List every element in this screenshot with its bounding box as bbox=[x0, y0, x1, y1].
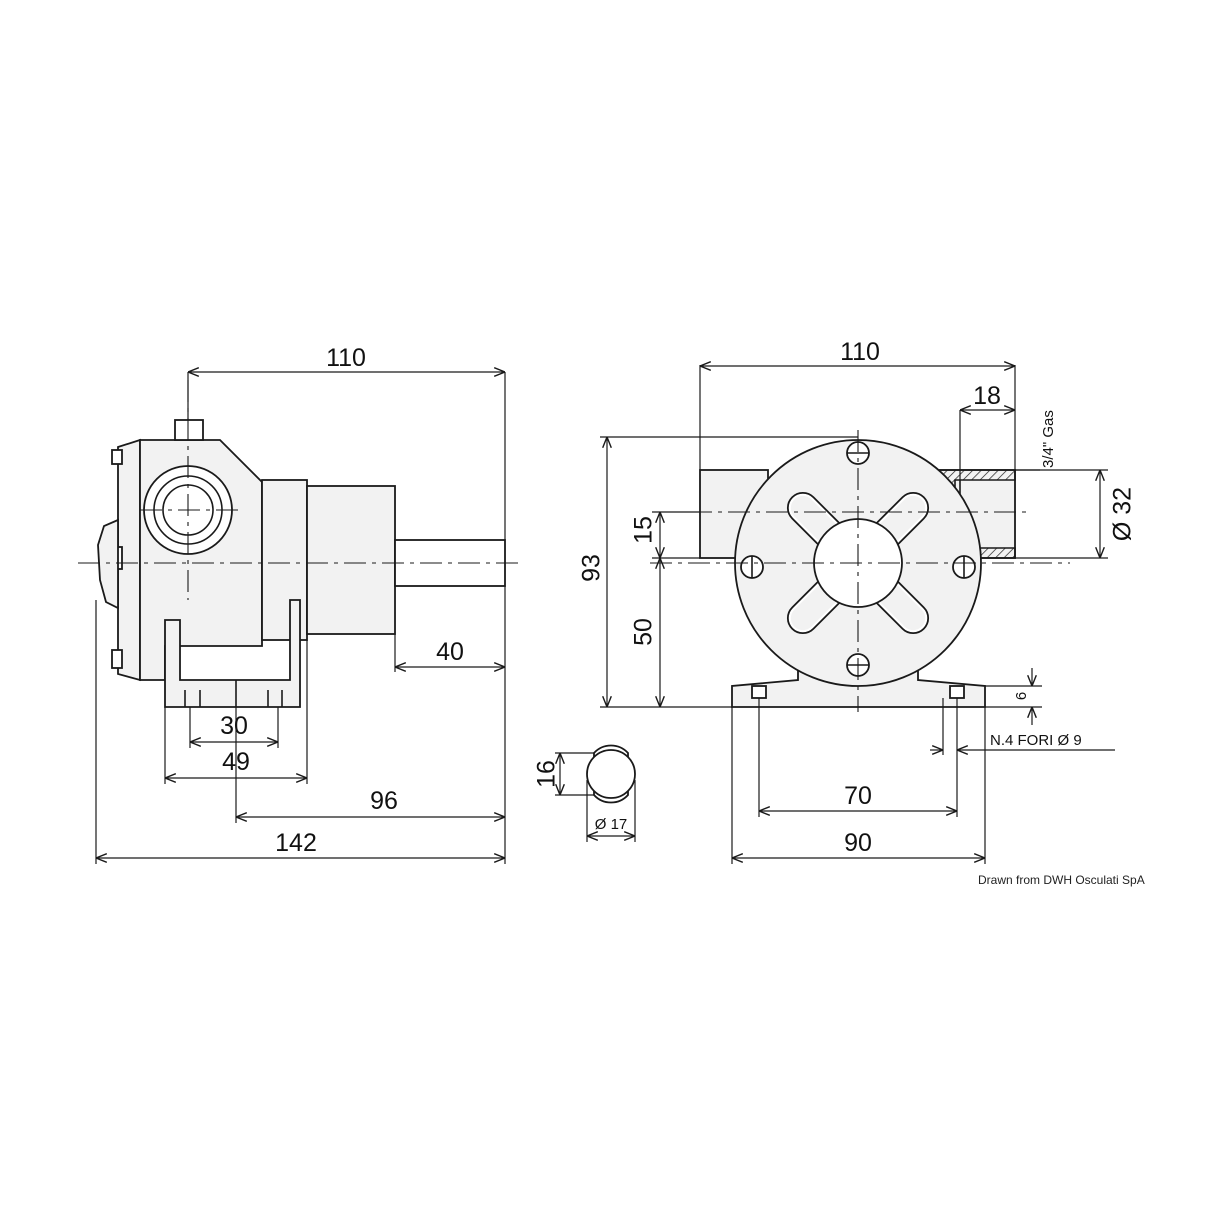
credit-text: Drawn from DWH Osculati SpA bbox=[978, 873, 1145, 887]
front-dim-90-label: 90 bbox=[844, 829, 872, 857]
side-dim-96-label: 96 bbox=[370, 787, 398, 815]
side-bearing-front bbox=[306, 485, 396, 635]
side-top-screw bbox=[174, 419, 204, 441]
front-dim-32-label: Ø 32 bbox=[1109, 487, 1137, 541]
front-dim-70-label: 70 bbox=[844, 782, 872, 810]
side-cover-hump bbox=[97, 518, 119, 610]
side-dim-110-label: 110 bbox=[326, 344, 366, 372]
front-dim-50-label: 50 bbox=[630, 618, 658, 646]
front-dim-110-label: 110 bbox=[840, 338, 880, 366]
front-dim-18-label: 18 bbox=[973, 382, 1001, 410]
front-holes-label: N.4 FORI Ø 9 bbox=[990, 732, 1082, 749]
front-screw-left bbox=[740, 555, 764, 579]
side-dim-142-label: 142 bbox=[275, 829, 317, 857]
side-foot bbox=[164, 599, 301, 708]
front-foot-slot bbox=[751, 685, 767, 699]
front-view: 110 18 3/4" Gas Ø 32 93 15 50 6 bbox=[578, 338, 1137, 864]
side-cover-bolt bbox=[111, 649, 123, 669]
shaft-section-circle bbox=[586, 749, 636, 799]
front-thread-label: 3/4" Gas bbox=[1040, 410, 1057, 468]
side-dim-40-label: 40 bbox=[436, 638, 464, 666]
front-dim-15-label: 15 bbox=[630, 516, 658, 544]
front-dim-93-label: 93 bbox=[578, 554, 606, 582]
front-dim-6-label: 6 bbox=[1013, 692, 1030, 700]
shaft-dim-17-label: Ø 17 bbox=[595, 816, 628, 833]
shaft-dim-16-label: 16 bbox=[533, 760, 561, 788]
side-view: 110 40 30 49 96 142 bbox=[78, 344, 520, 864]
side-cover-bolt bbox=[111, 449, 123, 465]
shaft-section: 16 Ø 17 bbox=[533, 744, 636, 842]
side-dim-30-label: 30 bbox=[220, 712, 248, 740]
front-foot-slot bbox=[949, 685, 965, 699]
front-screw-right bbox=[952, 555, 976, 579]
